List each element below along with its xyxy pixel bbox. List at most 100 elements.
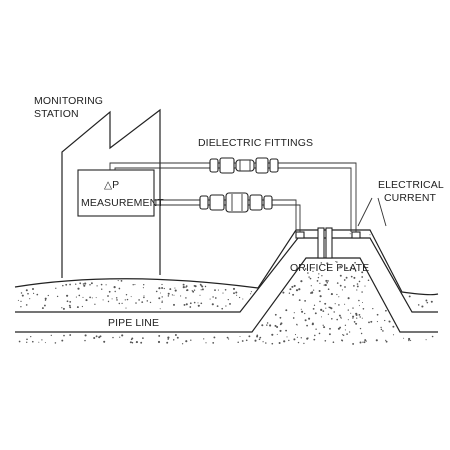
soil-dot [200,289,202,291]
soil-dot [376,313,379,316]
soil-dot [279,316,282,319]
soil-dot [345,267,348,270]
soil-dot [321,275,323,277]
soil-dot [30,335,32,338]
soil-dot [185,297,187,299]
soil-dot [376,321,378,323]
soil-dot [131,337,134,340]
soil-dot [114,290,116,293]
soil-dot [417,304,420,306]
soil-dot [408,337,411,341]
soil-dot [108,290,111,293]
soil-dot [336,282,339,284]
soil-dot [307,272,309,274]
soil-dot [360,332,363,335]
soil-dot [353,276,356,279]
soil-dot [276,325,279,329]
soil-dot [171,294,174,296]
pipe-line-label: PIPE LINE [108,317,159,329]
soil-dot [358,314,361,316]
soil-dot [41,307,44,310]
soil-dot [161,301,163,304]
soil-dot [341,340,344,342]
soil-dot [93,336,96,340]
delta-p-label: △P [104,179,119,191]
soil-dot [76,306,79,309]
soil-dot [212,296,214,298]
soil-dot [95,297,97,299]
soil-dot [138,299,140,301]
soil-dot [365,340,367,342]
soil-dot [330,293,333,296]
soil-dot [197,302,199,304]
soil-dot [163,287,165,290]
soil-dot [362,308,365,310]
soil-dot [318,290,321,292]
soil-dot [193,285,196,287]
electrical-current-label-line1: ELECTRICAL [378,179,444,191]
soil-dot [75,283,77,285]
soil-dot [118,287,121,290]
orifice-plate-flange [295,227,361,259]
soil-dot [167,336,170,339]
soil-dot [320,308,323,311]
soil-dot [232,287,236,290]
soil-dot [408,295,411,298]
soil-dot [227,298,229,301]
soil-dot [380,326,382,329]
soil-dot [333,311,335,313]
soil-dot [304,319,307,322]
soil-dot [183,303,186,306]
soil-dot [256,334,259,337]
soil-dot [283,340,286,343]
soil-dot [77,287,80,290]
soil-dot [339,265,342,268]
soil-dot [61,339,64,342]
soil-dot [327,288,330,291]
soil-dot [388,320,390,322]
soil-dot [367,279,370,282]
soil-dot [304,300,306,302]
soil-dot [193,289,196,291]
soil-dot [358,280,361,283]
soil-dot [339,284,342,287]
soil-dot [91,297,93,299]
soil-dot [356,317,358,319]
soil-dot [314,334,316,337]
soil-dot [266,324,268,326]
soil-dot [38,341,40,343]
soil-dot [346,333,348,335]
soil-dot [130,341,132,343]
soil-dot [266,322,269,324]
soil-dot [185,303,188,306]
soil-dot [125,307,127,309]
soil-ground [14,229,439,345]
soil-dot [297,341,300,344]
soil-dot [269,324,272,327]
soil-dot [41,339,43,341]
soil-dot [344,329,346,331]
soil-dot [204,285,207,288]
soil-dot [131,341,134,344]
soil-dot [303,342,305,345]
soil-dot [319,300,321,303]
soil-dot [135,341,138,344]
soil-dot [311,322,314,325]
soil-dot [312,270,314,273]
soil-dot [320,316,323,318]
soil-dot [142,337,144,339]
soil-dot [375,339,378,342]
soil-dot [63,334,65,337]
soil-dot [359,316,361,318]
soil-dot [180,295,182,297]
soil-dot [353,285,355,287]
soil-dot [29,298,31,300]
soil-dot [329,327,331,330]
soil-dot [385,309,387,312]
soil-dot [410,339,412,342]
soil-dot [119,336,121,338]
soil-dot [233,292,235,295]
soil-dot [89,283,91,286]
soil-dot [314,312,317,315]
